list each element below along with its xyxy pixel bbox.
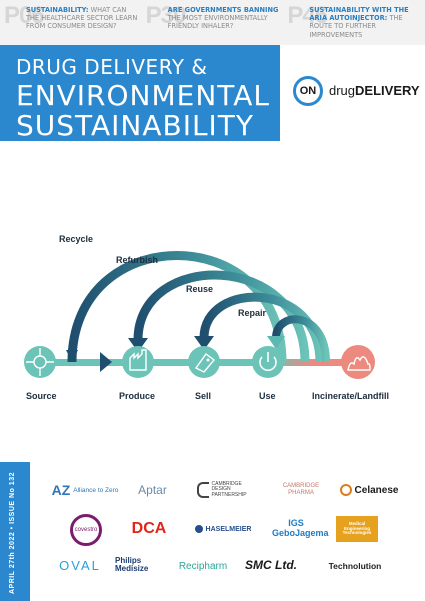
partner-name: Philips Medisize: [115, 555, 149, 573]
stage-label-sell: Sell: [195, 391, 212, 401]
partner-name: SMC Ltd.: [245, 558, 297, 572]
stage-label-incinerate: Incinerate/Landfill: [312, 391, 390, 401]
partner-covestro[interactable]: covestro: [66, 513, 106, 547]
teaser-rest: the most environmentally friendly inhale…: [167, 14, 268, 31]
teaser-strip: P06 Sustainability: What can the healthc…: [0, 0, 425, 45]
teaser-title: Sustainability: What can the healthcare …: [6, 6, 138, 31]
stage-label-use: Use: [259, 391, 276, 401]
loop-label-refurbish: Refurbish: [116, 255, 159, 265]
recycle-arrowhead: [66, 350, 78, 362]
logo-word-bold: DELIVERY: [355, 83, 420, 98]
node-use: [252, 346, 284, 378]
circular-economy-diagram: Recycle Refurbish Reuse Repair Source Pr…: [0, 180, 425, 415]
issue-strip: APRIL 27th 2022 • ISSUE No 132: [0, 462, 30, 601]
title-line-2: ENVIRONMENTAL: [16, 79, 270, 112]
partner-name: Medical Engineering Technologies: [342, 520, 372, 536]
teaser-title: Are governments banning the most environ…: [148, 6, 280, 31]
teaser-highlight: Are governments banning: [167, 6, 279, 14]
partner-cambridge-pharma[interactable]: CAMBRIDGE PHARMA: [270, 480, 332, 500]
logo-mark-icon: AZ: [51, 482, 71, 498]
covestro-circle-icon: covestro: [70, 514, 102, 546]
partner-recipharm[interactable]: Recipharm: [174, 558, 232, 574]
reuse-arrowhead: [194, 336, 214, 350]
logo-mark-icon: [196, 482, 209, 498]
teaser-page-number: P46: [287, 2, 328, 29]
issue-date: APRIL 27th 2022 • ISSUE No 132: [9, 472, 16, 594]
teaser-highlight: Sustainability:: [26, 6, 89, 14]
partner-met[interactable]: Medical Engineering Technologies: [336, 516, 378, 542]
partner-dca[interactable]: DCA: [125, 518, 173, 540]
partner-name: CAMBRIDGE PHARMA: [282, 483, 320, 496]
teaser-rest: What can the healthcare sector learn fro…: [26, 6, 138, 31]
partner-cdp[interactable]: CAMBRIDGE DESIGN PARTNERSHIP: [192, 480, 262, 500]
teaser-page-number: P06: [4, 2, 45, 29]
partner-name: HASELMEIER: [205, 525, 252, 533]
partner-alliance-to-zero[interactable]: AZ Alliance to Zero: [50, 480, 120, 500]
partner-name: Recipharm: [178, 560, 228, 572]
teaser-highlight: Sustainability with the Aria autoinjecto…: [309, 6, 409, 23]
partner-oval[interactable]: OVAL: [48, 556, 112, 574]
partner-aptar[interactable]: Aptar: [125, 480, 180, 500]
loop-label-reuse: Reuse: [186, 284, 214, 294]
partner-technolution[interactable]: Technolution: [316, 558, 394, 574]
stage-label-produce: Produce: [119, 391, 156, 401]
node-incinerate: [341, 345, 375, 379]
recycle-arc: [67, 251, 287, 363]
partner-name: IGS GeboJagema: [272, 518, 329, 538]
partner-name: covestro: [74, 527, 98, 533]
flow-arrow-source: [100, 352, 112, 372]
partner-philips-medisize[interactable]: Philips Medisize: [112, 553, 168, 577]
loop-label-recycle: Recycle: [59, 234, 94, 244]
node-produce: [122, 346, 154, 378]
partner-name: Technolution: [328, 561, 382, 571]
partner-name: CAMBRIDGE DESIGN PARTNERSHIP: [211, 480, 247, 498]
cover-title: DRUG DELIVERY & ENVIRONMENTAL SUSTAINABI…: [0, 45, 280, 142]
logo-badge: ON: [293, 76, 323, 106]
refurbish-arrowhead: [128, 338, 148, 352]
teaser-p06[interactable]: P06 Sustainability: What can the healthc…: [0, 0, 142, 45]
partner-celanese[interactable]: Celanese: [338, 480, 400, 500]
repair-arc: [272, 315, 330, 363]
partner-name: Aptar: [138, 483, 167, 497]
partner-name: DCA: [131, 520, 167, 537]
title-line-3: SUSTAINABILITY: [16, 109, 255, 142]
teaser-rest: the route to further improvements: [309, 14, 403, 39]
node-source: [24, 346, 56, 378]
title-line-1: DRUG DELIVERY &: [16, 55, 208, 79]
ondrugdelivery-logo[interactable]: ON drugDELIVERY: [293, 76, 420, 110]
diagram-svg: [24, 251, 375, 379]
teaser-p46[interactable]: P46 Sustainability with the Aria autoinj…: [283, 0, 425, 45]
partner-name: OVAL: [59, 557, 101, 573]
logo-mark-icon: [339, 484, 352, 496]
partner-name: Alliance to Zero: [73, 486, 119, 494]
teaser-page-number: P30: [145, 2, 187, 29]
logo-mark-icon: [194, 525, 203, 533]
stage-label-source: Source: [26, 391, 57, 401]
partner-smc[interactable]: SMC Ltd.: [240, 556, 302, 574]
loop-label-repair: Repair: [238, 308, 267, 318]
repair-arrowhead: [267, 336, 285, 349]
partner-igs[interactable]: IGS GeboJagema: [266, 516, 329, 542]
reuse-arc: [199, 292, 325, 363]
partner-haselmeier[interactable]: HASELMEIER: [188, 520, 258, 538]
teaser-title: Sustainability with the Aria autoinjecto…: [289, 6, 421, 39]
logo-wordmark: drugDELIVERY: [329, 83, 420, 98]
logo-word-light: drug: [329, 83, 356, 98]
node-sell: [188, 346, 220, 378]
partner-name: Celanese: [354, 484, 399, 496]
teaser-p30[interactable]: P30 Are governments banning the most env…: [142, 0, 284, 45]
